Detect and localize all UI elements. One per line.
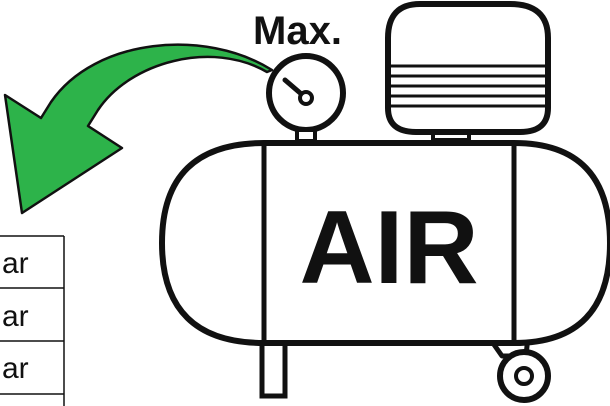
support-leg	[262, 338, 285, 396]
motor-icon	[388, 4, 548, 140]
max-label: Max.	[253, 9, 342, 53]
table-cell: ar	[2, 247, 29, 280]
air-label: AIR	[299, 190, 478, 306]
table-cell: ar	[2, 352, 29, 385]
pressure-table: ar ar ar	[0, 236, 64, 406]
pressure-gauge-icon	[269, 56, 343, 141]
table-cell: ar	[2, 300, 29, 333]
